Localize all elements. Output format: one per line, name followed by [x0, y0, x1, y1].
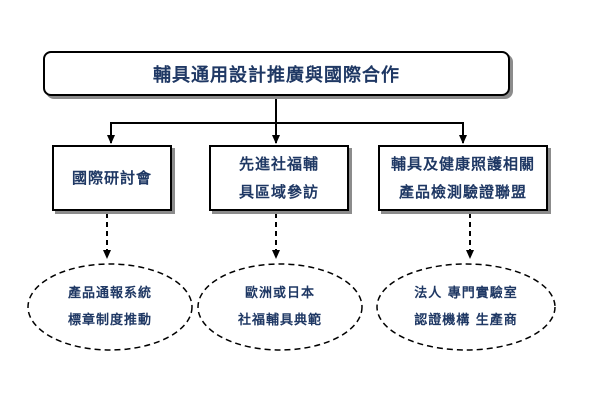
child-box-text: 先進社福輔 具區域參訪 — [239, 150, 319, 206]
dashed-ellipse-outline — [376, 263, 556, 351]
child-box-line: 輔具及健康照護相關 — [390, 155, 535, 173]
child-box-line: 先進社福輔 — [238, 155, 319, 173]
outcome-line: 法人 專門實驗室 — [414, 286, 518, 301]
outcome-text: 歐洲或日本 社福輔具典範 — [238, 280, 322, 334]
child-box-testing-alliance: 輔具及健康照護相關 產品檢測驗證聯盟 — [378, 145, 548, 211]
outcome-line: 認證機構 生產商 — [414, 313, 518, 328]
outcome-ellipse-notification-system: 產品通報系統 標章制度推動 — [26, 262, 194, 352]
outcome-ellipse-model-examples: 歐洲或日本 社福輔具典範 — [196, 262, 364, 352]
child-box-line: 具區域參訪 — [238, 183, 319, 201]
child-box-line: 國際研討會 — [71, 169, 152, 187]
dashed-ellipse-outline — [27, 263, 193, 351]
dashed-ellipse-outline — [197, 263, 363, 351]
child-box-line: 產品檢測驗證聯盟 — [398, 183, 527, 201]
root-label: 輔具通用設計推廣與國際合作 — [153, 64, 400, 86]
outcome-line: 標章制度推動 — [67, 313, 152, 328]
root-box: 輔具通用設計推廣與國際合作 — [43, 51, 510, 96]
outcome-text: 法人 專門實驗室 認證機構 生產商 — [414, 280, 518, 334]
child-box-international-conference: 國際研討會 — [52, 145, 172, 211]
outcome-text: 產品通報系統 標章制度推動 — [68, 280, 152, 334]
outcome-line: 歐洲或日本 — [244, 286, 315, 301]
child-box-text: 輔具及健康照護相關 產品檢測驗證聯盟 — [391, 150, 535, 206]
outcome-ellipse-alliance-members: 法人 專門實驗室 認證機構 生產商 — [375, 262, 557, 352]
child-box-text: 國際研討會 — [72, 164, 152, 192]
child-box-regional-visits: 先進社福輔 具區域參訪 — [209, 145, 349, 211]
outcome-line: 產品通報系統 — [67, 286, 152, 301]
outcome-line: 社福輔具典範 — [237, 313, 322, 328]
